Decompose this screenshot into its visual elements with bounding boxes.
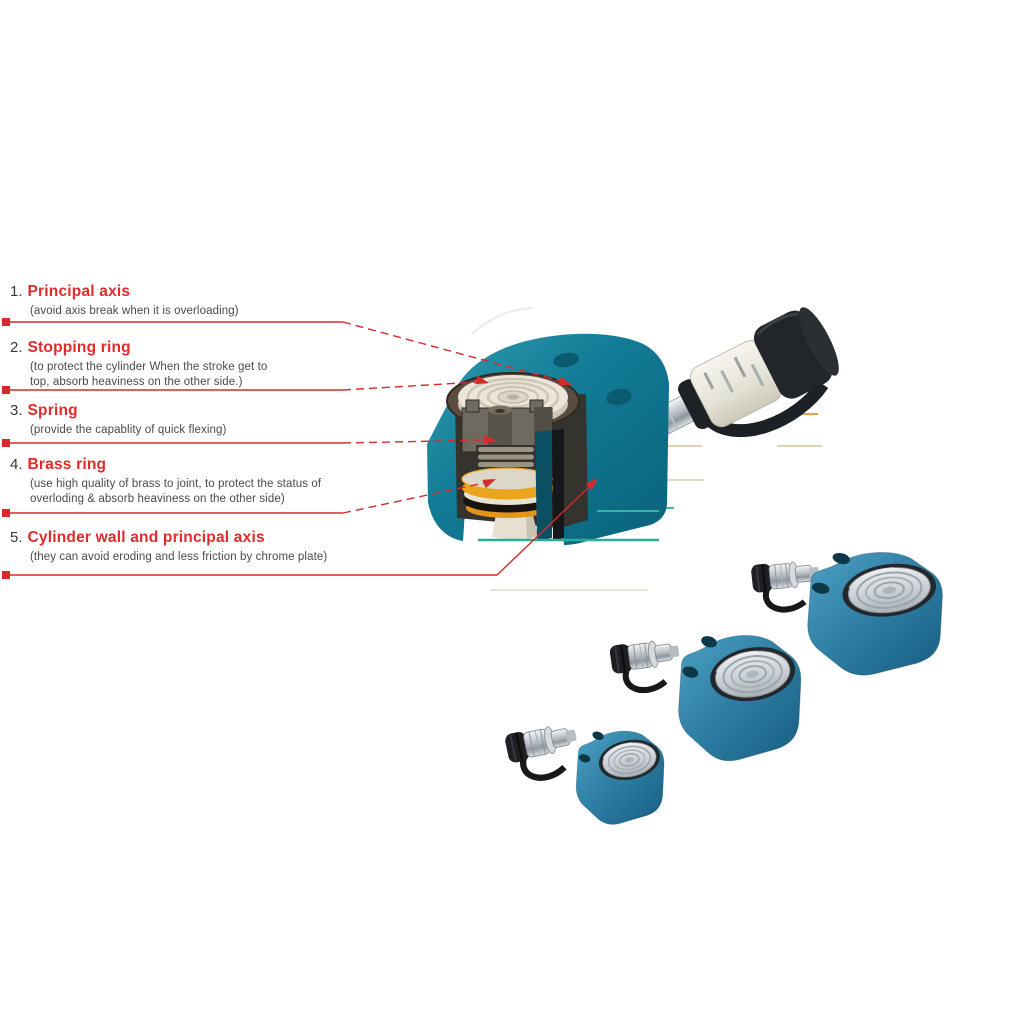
principal-axis-rod — [488, 410, 512, 450]
annotation-description: (use high quality of brass to joint, to … — [30, 478, 322, 505]
annotation-title: Brass ring — [27, 456, 107, 473]
arrowhead-2 — [475, 375, 489, 385]
annotation-1: 1.Principal axis (avoid axis break when … — [10, 283, 239, 319]
annotation-number: 4. — [10, 456, 23, 473]
annotation-4: 4.Brass ring (use high quality of brass … — [10, 456, 372, 507]
leader-line-2-dash — [342, 381, 479, 391]
annotation-number: 2. — [10, 339, 23, 356]
arrowhead-5 — [585, 478, 598, 491]
annotation-number: 3. — [10, 402, 23, 419]
annotation-title: Stopping ring — [27, 339, 131, 356]
arrowhead-4 — [482, 479, 496, 489]
arrowhead-1 — [558, 376, 572, 386]
leader-line-1-dash — [342, 321, 562, 382]
annotation-4-title-row: 4.Brass ring — [10, 456, 372, 474]
annotation-5-title-row: 5.Cylinder wall and principal axis — [10, 529, 327, 547]
arrowhead-3 — [483, 435, 497, 445]
annotation-description: (they can avoid eroding and less frictio… — [30, 551, 328, 563]
leader-line-4-dash — [342, 482, 485, 514]
leader-line-3-dash — [342, 439, 488, 444]
annotation-3-title-row: 3.Spring — [10, 402, 226, 420]
annotation-2-title-row: 2.Stopping ring — [10, 339, 288, 357]
annotation-description: (avoid axis break when it is overloading… — [30, 305, 239, 317]
piston-cross-section — [461, 399, 564, 541]
annotation-description: (to protect the cylinder When the stroke… — [30, 361, 268, 388]
cutaway-cylinder — [427, 333, 669, 545]
annotation-title: Principal axis — [27, 283, 131, 300]
annotation-2: 2.Stopping ring (to protect the cylinder… — [10, 339, 288, 390]
annotation-title: Cylinder wall and principal axis — [27, 529, 265, 546]
hydraulic-coupler — [645, 307, 839, 439]
annotation-description: (provide the capablity of quick flexing) — [30, 424, 227, 436]
jack-small — [504, 720, 665, 826]
annotation-number: 1. — [10, 283, 23, 300]
leader-line-5 — [6, 486, 590, 576]
annotation-5: 5.Cylinder wall and principal axis (they… — [10, 529, 327, 565]
annotation-1-title-row: 1.Principal axis — [10, 283, 239, 301]
annotation-number: 5. — [10, 529, 23, 546]
annotation-title: Spring — [27, 402, 78, 419]
leader-lines — [2, 318, 598, 579]
annotation-3: 3.Spring (provide the capablity of quick… — [10, 402, 226, 438]
